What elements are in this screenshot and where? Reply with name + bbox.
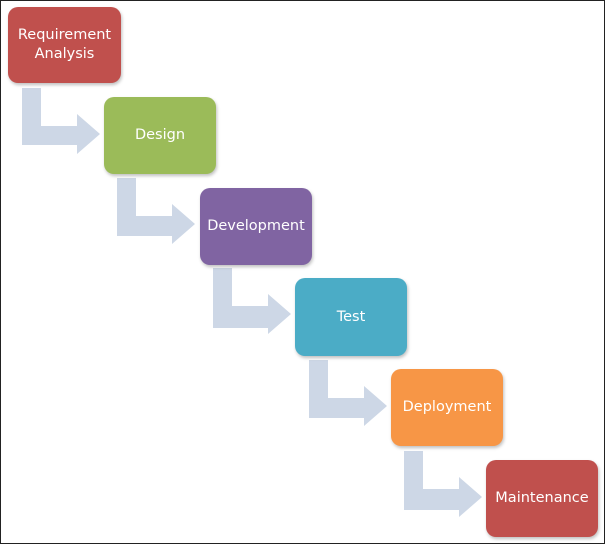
stage-deployment: Deployment [391,369,503,446]
stage-requirement-analysis: Requirement Analysis [8,7,121,83]
stage-label: Requirement Analysis [17,27,112,62]
arrow-icon [309,360,387,426]
stage-label: Design [134,127,186,143]
arrow-icon [117,178,195,244]
arrow-icon [22,88,100,154]
stage-label: Maintenance [495,490,589,506]
arrow-icon [213,268,291,334]
stage-design: Design [104,97,216,174]
stage-label: Test [336,308,366,325]
stage-label: Development [207,218,305,234]
arrow-icon [404,451,482,517]
stage-test: Test [295,278,407,356]
stage-maintenance: Maintenance [486,460,598,537]
stage-development: Development [200,188,312,265]
stage-label: Deployment [402,399,492,415]
